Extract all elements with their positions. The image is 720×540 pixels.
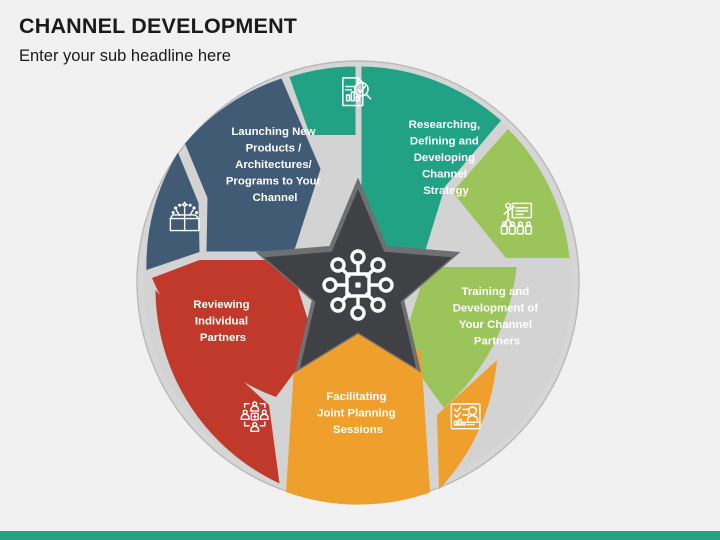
segment-training[interactable] — [400, 129, 570, 408]
open-box-sparkle-icon — [169, 201, 200, 232]
segment-training-body[interactable] — [400, 267, 517, 408]
segment-launching[interactable] — [146, 78, 321, 271]
segment-reviewing[interactable] — [152, 260, 316, 484]
segment-researching[interactable] — [289, 66, 502, 259]
segment-researching-body[interactable] — [361, 66, 502, 259]
presenter-whiteboard-audience-icon — [500, 202, 533, 235]
center-star — [255, 177, 461, 373]
accent-bottom-bar — [0, 531, 720, 540]
people-network-icon — [240, 401, 269, 432]
segment-labels: Researching, Defining and Developing Cha… — [193, 119, 542, 436]
network-hub-icon — [322, 249, 394, 321]
segment-launching-body[interactable] — [185, 78, 321, 252]
segment-researching-icon-wedge[interactable] — [289, 66, 356, 136]
planning-board-person-icon — [450, 403, 481, 430]
document-chart-magnifier-icon — [342, 77, 372, 107]
segment-launching-label: Launching New Products / Architectures/ … — [226, 126, 324, 204]
page-subtitle: Enter your sub headline here — [19, 47, 231, 65]
segment-reviewing-icon-wedge[interactable] — [155, 290, 280, 484]
segment-researching-label: Researching, Defining and Developing Cha… — [409, 119, 484, 197]
center-star-inner — [264, 189, 452, 368]
segment-training-icon-wedge[interactable] — [452, 129, 570, 258]
page-title: CHANNEL DEVELOPMENT — [19, 14, 298, 38]
segment-reviewing-body[interactable] — [152, 260, 316, 397]
segment-training-label: Training and Development of Your Channel… — [453, 286, 542, 348]
segment-reviewing-label: Reviewing Individual Partners — [193, 299, 253, 344]
segment-facilitating-label: Facilitating Joint Planning Sessions — [317, 391, 399, 436]
